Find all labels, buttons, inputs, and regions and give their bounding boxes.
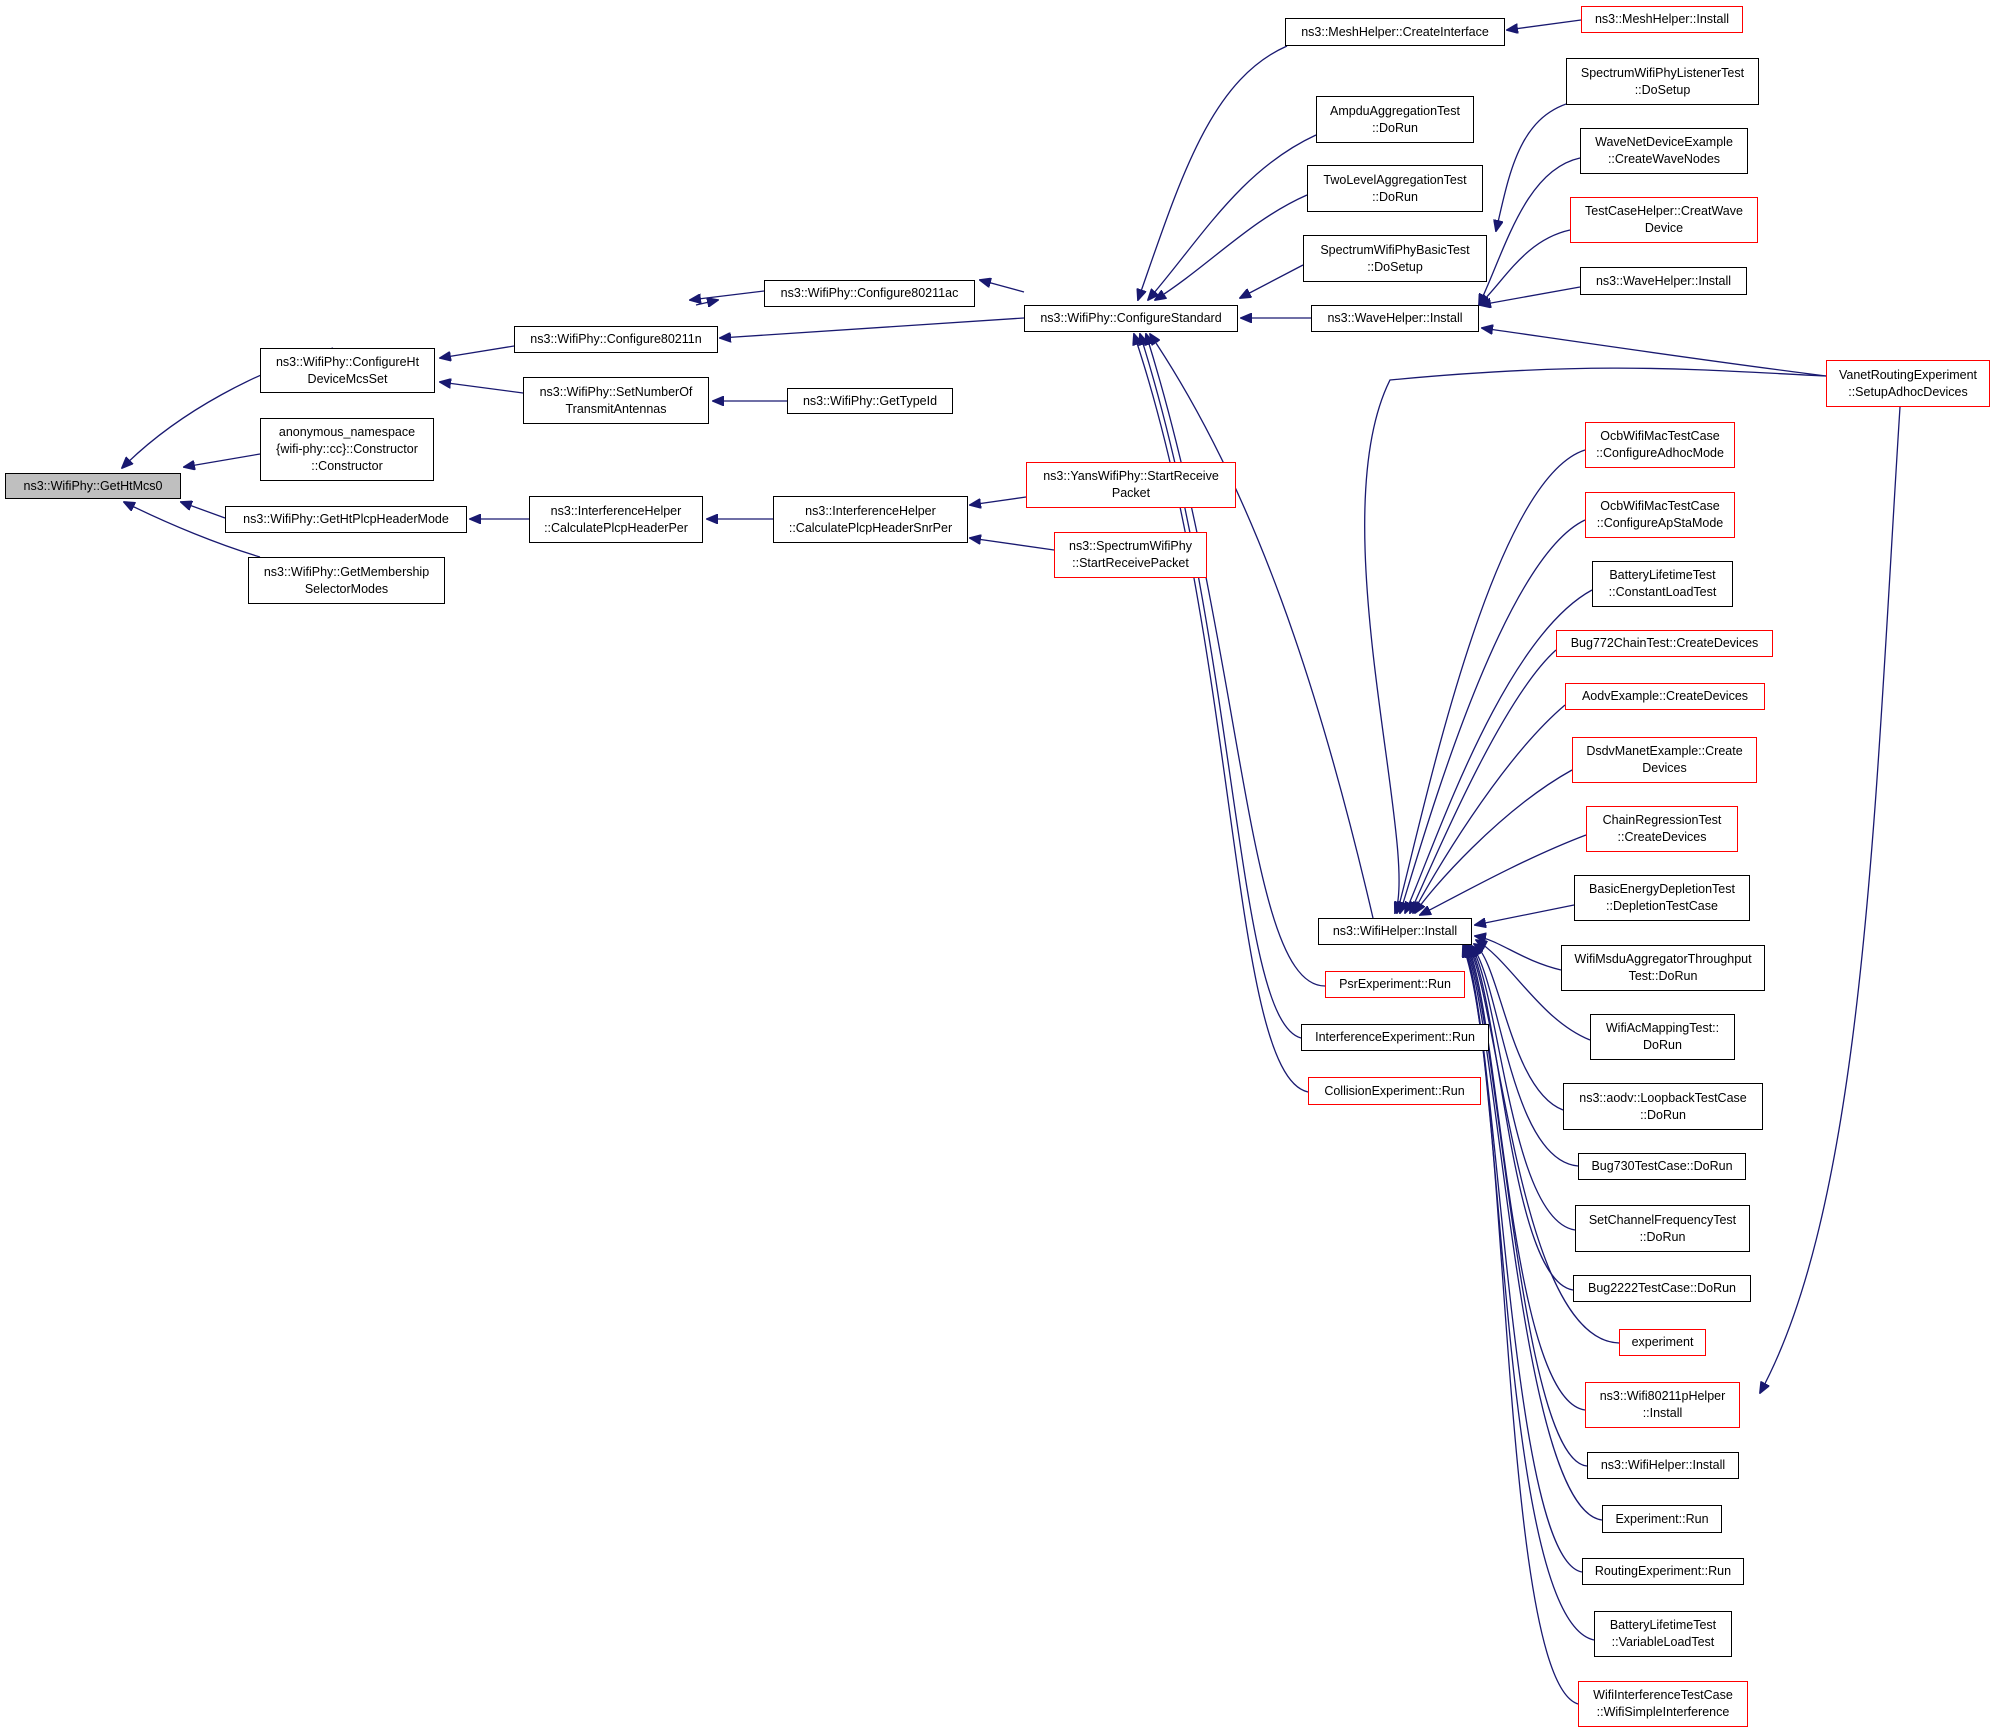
node-basic-energy-depletion-test-case[interactable]: BasicEnergyDepletionTest ::DepletionTest…: [1574, 875, 1750, 921]
call-edge-43: [1472, 946, 1579, 1167]
call-edge-48: [1467, 946, 1588, 1467]
node-creat-wave-device[interactable]: TestCaseHelper::CreatWave Device: [1570, 197, 1758, 243]
node-interference-experiment-run[interactable]: InterferenceExperiment::Run: [1301, 1024, 1489, 1051]
node-configure-80211ac[interactable]: ns3::WifiPhy::Configure80211ac: [764, 280, 975, 307]
call-edge-1: [184, 453, 261, 467]
node-battery-variable-load-test[interactable]: BatteryLifetimeTest ::VariableLoadTest: [1594, 1611, 1732, 1657]
call-edge-39: [1475, 904, 1575, 925]
call-edge-40: [1475, 936, 1562, 971]
call-edge-33: [1400, 519, 1586, 913]
call-edge-16: [1138, 45, 1288, 300]
call-edge-47: [1468, 946, 1586, 1411]
call-edge-29: [1482, 328, 1827, 377]
node-bug772-create-devices[interactable]: Bug772ChainTest::CreateDevices: [1556, 630, 1773, 657]
call-edge-28: [1480, 286, 1581, 305]
call-edge-30: [1760, 406, 1901, 1393]
call-edge-24: [1507, 19, 1582, 30]
node-mesh-helper-install[interactable]: ns3::MeshHelper::Install: [1581, 6, 1743, 33]
node-experiment-run[interactable]: Experiment::Run: [1602, 1505, 1722, 1533]
node-get-ht-plcp-header-mode[interactable]: ns3::WifiPhy::GetHtPlcpHeaderMode: [225, 506, 467, 533]
node-calculate-plcp-header-per[interactable]: ns3::InterferenceHelper ::CalculatePlcpH…: [529, 496, 703, 543]
node-set-channel-frequency-do-run[interactable]: SetChannelFrequencyTest ::DoRun: [1575, 1205, 1750, 1252]
node-spectrum-basic-do-setup[interactable]: SpectrumWifiPhyBasicTest ::DoSetup: [1303, 235, 1487, 282]
node-bug2222-do-run[interactable]: Bug2222TestCase::DoRun: [1573, 1275, 1751, 1302]
node-wave-create-wave-nodes[interactable]: WaveNetDeviceExample ::CreateWaveNodes: [1580, 128, 1748, 174]
node-wave-helper-install-2[interactable]: ns3::WaveHelper::Install: [1580, 267, 1747, 295]
call-edge-38: [1420, 834, 1587, 915]
call-edge-35: [1410, 649, 1557, 913]
call-edge-32: [1397, 449, 1586, 913]
node-psr-experiment-run[interactable]: PsrExperiment::Run: [1325, 971, 1465, 998]
call-edge-18: [1155, 194, 1308, 300]
node-battery-constant-load-test[interactable]: BatteryLifetimeTest ::ConstantLoadTest: [1592, 561, 1733, 607]
call-edge-8: [720, 317, 1025, 338]
call-edge-20: [1150, 334, 1374, 919]
node-calculate-plcp-header-snr-per[interactable]: ns3::InterferenceHelper ::CalculatePlcpH…: [773, 496, 968, 543]
node-vanet-setup-adhoc-devices[interactable]: VanetRoutingExperiment ::SetupAdhocDevic…: [1826, 360, 1990, 407]
node-wave-helper-install[interactable]: ns3::WaveHelper::Install: [1311, 305, 1479, 332]
node-routing-experiment-run[interactable]: RoutingExperiment::Run: [1582, 1558, 1744, 1585]
node-aodv-example-create-devices[interactable]: AodvExample::CreateDevices: [1565, 683, 1765, 710]
node-dsdv-manet-create-devices[interactable]: DsdvManetExample::Create Devices: [1572, 737, 1757, 783]
call-edge-3: [124, 502, 261, 558]
call-edge-27: [1479, 229, 1571, 305]
call-edge-14: [980, 280, 1025, 293]
node-set-number-of-transmit-antennas[interactable]: ns3::WifiPhy::SetNumberOf TransmitAntenn…: [523, 377, 709, 424]
call-edge-34: [1405, 589, 1593, 913]
call-edge-5: [440, 382, 524, 394]
node-ac-mapping-test-do-run[interactable]: WifiAcMappingTest:: DoRun: [1590, 1014, 1735, 1060]
node-ocb-configure-adhoc-mode[interactable]: OcbWifiMacTestCase ::ConfigureAdhocMode: [1585, 422, 1735, 468]
node-collision-experiment-run[interactable]: CollisionExperiment::Run: [1308, 1077, 1481, 1105]
node-get-membership-selector-modes[interactable]: ns3::WifiPhy::GetMembership SelectorMode…: [248, 557, 445, 604]
node-ampdu-aggregation-do-run[interactable]: AmpduAggregationTest ::DoRun: [1316, 96, 1474, 143]
node-wifi-helper-install[interactable]: ns3::WifiHelper::Install: [1318, 918, 1472, 945]
node-configure-ht-device-mcs-set[interactable]: ns3::WifiPhy::ConfigureHt DeviceMcsSet: [260, 348, 435, 393]
call-edge-13: [970, 538, 1055, 551]
call-edge-46: [1469, 946, 1620, 1344]
call-edge-17: [1148, 134, 1317, 300]
call-edge-49: [1466, 946, 1603, 1521]
node-mesh-create-interface[interactable]: ns3::MeshHelper::CreateInterface: [1285, 18, 1505, 46]
node-experiment[interactable]: experiment: [1619, 1329, 1706, 1356]
call-edge-4: [440, 345, 515, 358]
node-spectrum-start-receive-packet[interactable]: ns3::SpectrumWifiPhy ::StartReceivePacke…: [1054, 532, 1207, 578]
call-edge-31: [1364, 367, 1827, 913]
call-edge-7: [690, 290, 765, 300]
node-wifi80211p-helper-install[interactable]: ns3::Wifi80211pHelper ::Install: [1585, 1382, 1740, 1428]
call-edge-37: [1415, 769, 1573, 913]
call-edge-41: [1476, 940, 1591, 1041]
call-edge-36: [1413, 704, 1566, 913]
node-ocb-configure-ap-sta-mode[interactable]: OcbWifiMacTestCase ::ConfigureApStaMode: [1585, 492, 1735, 538]
node-yans-start-receive-packet[interactable]: ns3::YansWifiPhy::StartReceive Packet: [1026, 462, 1236, 508]
node-anonymous-constructor[interactable]: anonymous_namespace {wifi-phy::cc}::Cons…: [260, 418, 434, 481]
node-get-type-id[interactable]: ns3::WifiPhy::GetTypeId: [787, 388, 953, 414]
node-bug730-do-run[interactable]: Bug730TestCase::DoRun: [1578, 1153, 1746, 1180]
node-spectrum-listener-do-setup[interactable]: SpectrumWifiPhyListenerTest ::DoSetup: [1566, 58, 1759, 105]
node-chain-regression-create-devices[interactable]: ChainRegressionTest ::CreateDevices: [1586, 806, 1738, 852]
call-edge-44: [1471, 946, 1576, 1231]
call-edge-2: [181, 502, 226, 519]
node-two-level-aggregation-do-run[interactable]: TwoLevelAggregationTest ::DoRun: [1307, 165, 1483, 212]
call-edge-42: [1474, 944, 1564, 1111]
call-edge-26: [1479, 157, 1581, 305]
call-edge-19: [1240, 264, 1304, 298]
node-wifi-helper-install-2[interactable]: ns3::WifiHelper::Install: [1587, 1452, 1739, 1479]
node-msdu-aggregator-throughput-do-run[interactable]: WifiMsduAggregatorThroughput Test::DoRun: [1561, 945, 1765, 991]
node-configure-standard[interactable]: ns3::WifiPhy::ConfigureStandard: [1024, 305, 1238, 332]
node-get-ht-mcs0: ns3::WifiPhy::GetHtMcs0: [5, 473, 181, 499]
call-edge-12: [970, 496, 1027, 505]
node-aodv-loopback-test-do-run[interactable]: ns3::aodv::LoopbackTestCase ::DoRun: [1563, 1083, 1763, 1130]
call-edge-25: [1496, 99, 1583, 231]
node-configure-80211n[interactable]: ns3::WifiPhy::Configure80211n: [514, 326, 718, 353]
node-wifi-simple-interference[interactable]: WifiInterferenceTestCase ::WifiSimpleInt…: [1578, 1681, 1748, 1727]
